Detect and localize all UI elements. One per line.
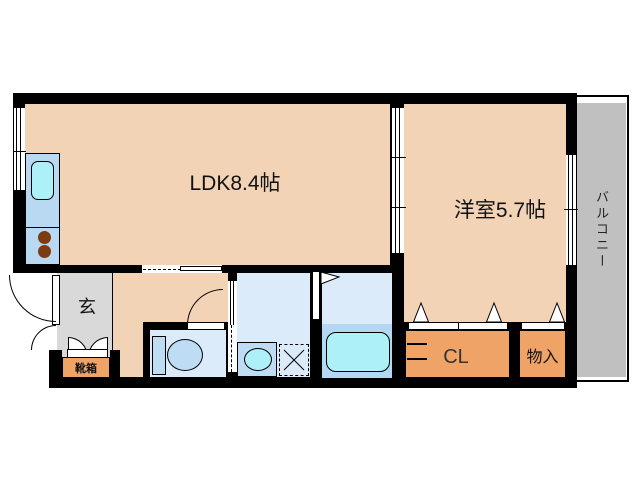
entrance-label: 玄 (78, 297, 96, 317)
sliding-partition-ldk-bedroom (392, 108, 404, 253)
sliding-door-leaf (180, 266, 222, 271)
bath-door-leaf (312, 271, 320, 320)
entrance-step-line (112, 273, 113, 356)
sliding-partition-line (395, 108, 396, 253)
sliding-partition-line (399, 108, 400, 253)
sliding-partition-tick (390, 157, 406, 158)
ldk-floor (25, 104, 390, 265)
washroom-door-track (231, 325, 232, 372)
window-right (566, 155, 576, 265)
bathtub-icon (326, 332, 390, 372)
window-left (14, 108, 25, 190)
washroom-door-pocket (228, 325, 237, 372)
washing-machine-pan-icon (279, 344, 309, 376)
western-room-floor (404, 104, 566, 322)
closet-label: CL (443, 345, 469, 368)
washbasin-icon (244, 348, 272, 371)
storage-door (521, 322, 565, 330)
window-left-frame (16, 108, 17, 190)
balcony-rail-right (627, 95, 629, 382)
sliding-door-track (143, 269, 181, 270)
window-right-tick (564, 209, 578, 210)
ldk-room-label: LDK8.4帖 (189, 172, 281, 195)
shoe-box: 靴箱 (62, 357, 110, 378)
closet-cl-door-divider (458, 322, 459, 330)
storage-label: 物入 (526, 349, 559, 366)
toilet-icon (167, 339, 203, 371)
balcony-label: バルコニー (594, 189, 609, 270)
stove-burner-icon (38, 245, 51, 258)
wall-left-of-shoebox (49, 350, 62, 388)
window-right-frame (572, 155, 573, 265)
balcony-floor (577, 103, 626, 377)
stove-burner-icon (38, 231, 51, 244)
closet-pipe-icon (407, 358, 427, 360)
washroom-door-line (230, 281, 231, 325)
toilet-tank-icon (152, 336, 166, 375)
closet-shelf-icon (407, 343, 427, 345)
kitchen-sink-icon (31, 161, 54, 200)
western-room-label: 洋室5.7帖 (453, 198, 547, 222)
window-left-tick (13, 151, 26, 152)
shoe-box-label: 靴箱 (75, 362, 97, 375)
washroom-door-opening (228, 281, 237, 325)
balcony-rail-top (577, 95, 629, 97)
closet-cl-box (405, 330, 510, 378)
wall-right-of-shoebox (110, 350, 120, 383)
kitchen-counter-divider (25, 227, 60, 228)
bathroom-floor (322, 273, 392, 324)
washroom-door-line (233, 281, 234, 325)
window-right-frame (568, 155, 569, 265)
window-left-frame (20, 108, 21, 190)
sliding-partition-tick (390, 207, 406, 208)
balcony-rail-bottom (577, 380, 629, 382)
storage-box (519, 330, 566, 378)
